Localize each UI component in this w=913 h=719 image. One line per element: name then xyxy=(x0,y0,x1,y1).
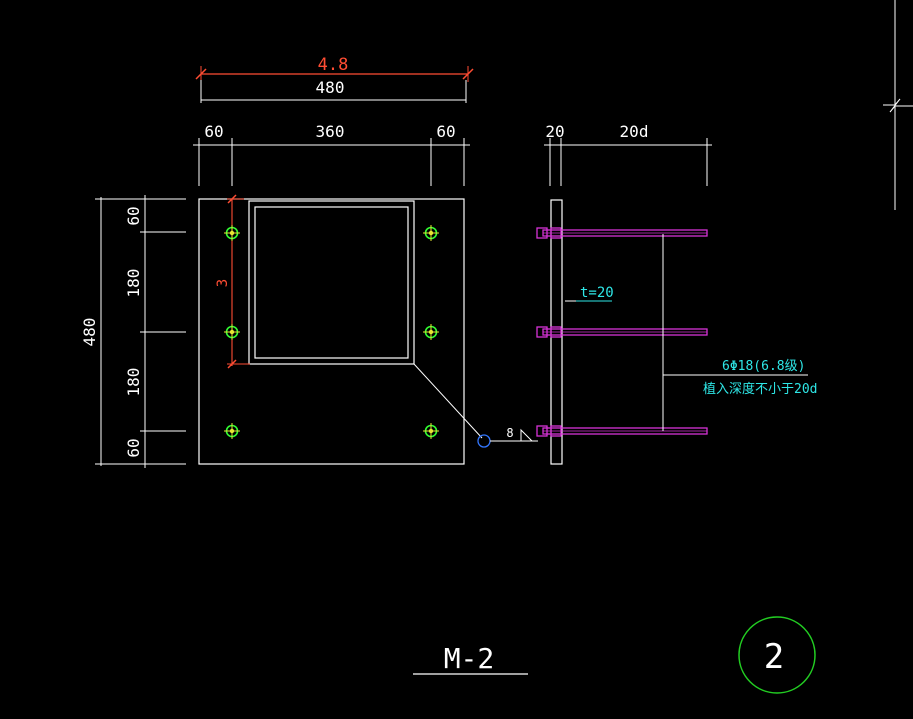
steel-section-outer xyxy=(248,200,415,365)
weld-size-text: 8 xyxy=(506,426,513,440)
weld-around-icon xyxy=(477,434,491,448)
anchor-depth-text: 植入深度不小于20d xyxy=(703,381,817,397)
anchor-bolts xyxy=(223,224,440,440)
red-side-dim-text: 3 xyxy=(215,279,231,287)
anchor-bar xyxy=(536,425,708,437)
section-dim-anchor-text: 20d xyxy=(620,122,649,141)
section-view: 20 20d t=20 6Φ18(6.8级) 植入深度不小于20d xyxy=(536,122,817,465)
top-red-dimension: 4.8 xyxy=(195,55,474,82)
section-top-dimension: 20 20d xyxy=(544,122,712,186)
edge-partial-text: 200 xyxy=(909,262,913,287)
bolt-icon xyxy=(422,323,440,341)
top-red-dim-text: 4.8 xyxy=(318,55,349,75)
vertical-dimension: 480 60 180 180 60 xyxy=(80,195,186,468)
segment-dimension: 60 360 60 xyxy=(193,122,470,186)
bolt-icon xyxy=(223,422,241,440)
steel-section-inner xyxy=(254,206,409,359)
v-segment-2-text: 180 xyxy=(124,269,143,298)
weld-symbol: 8 xyxy=(413,363,538,448)
bolt-icon xyxy=(223,224,241,242)
drawing-title: M-2 2 xyxy=(413,616,816,694)
red-side-dimension: 3 xyxy=(215,194,250,369)
fillet-weld-icon xyxy=(520,428,534,442)
segment-middle-text: 360 xyxy=(316,122,345,141)
v-segment-3-text: 180 xyxy=(124,368,143,397)
plan-view: 4.8 480 60 360 60 xyxy=(80,55,538,468)
embed-plate-outline xyxy=(198,198,465,465)
v-segment-1-text: 60 xyxy=(124,206,143,225)
plate-thickness-text: t=20 xyxy=(580,285,614,301)
anchor-bar xyxy=(536,326,708,338)
title-label: M-2 xyxy=(444,642,495,675)
plate-thickness-note: t=20 xyxy=(565,285,614,302)
overall-width-text: 480 xyxy=(316,78,345,97)
overall-height-text: 480 xyxy=(80,318,99,347)
section-dim-plate-text: 20 xyxy=(545,122,564,141)
detail-number-circle xyxy=(738,616,816,694)
bolt-icon xyxy=(422,224,440,242)
break-line-icon xyxy=(883,98,913,113)
v-segment-4-text: 60 xyxy=(124,438,143,457)
bolt-icon xyxy=(422,422,440,440)
segment-right-text: 60 xyxy=(436,122,455,141)
anchor-bar xyxy=(536,227,708,239)
right-edge-partial: 200 xyxy=(883,0,913,287)
bolt-icon xyxy=(223,323,241,341)
detail-number-text: 2 xyxy=(764,637,784,677)
overall-width-dimension: 480 xyxy=(200,78,467,103)
segment-left-text: 60 xyxy=(204,122,223,141)
anchor-leader: 6Φ18(6.8级) 植入深度不小于20d xyxy=(662,234,817,431)
anchor-spec-text: 6Φ18(6.8级) xyxy=(722,359,805,374)
